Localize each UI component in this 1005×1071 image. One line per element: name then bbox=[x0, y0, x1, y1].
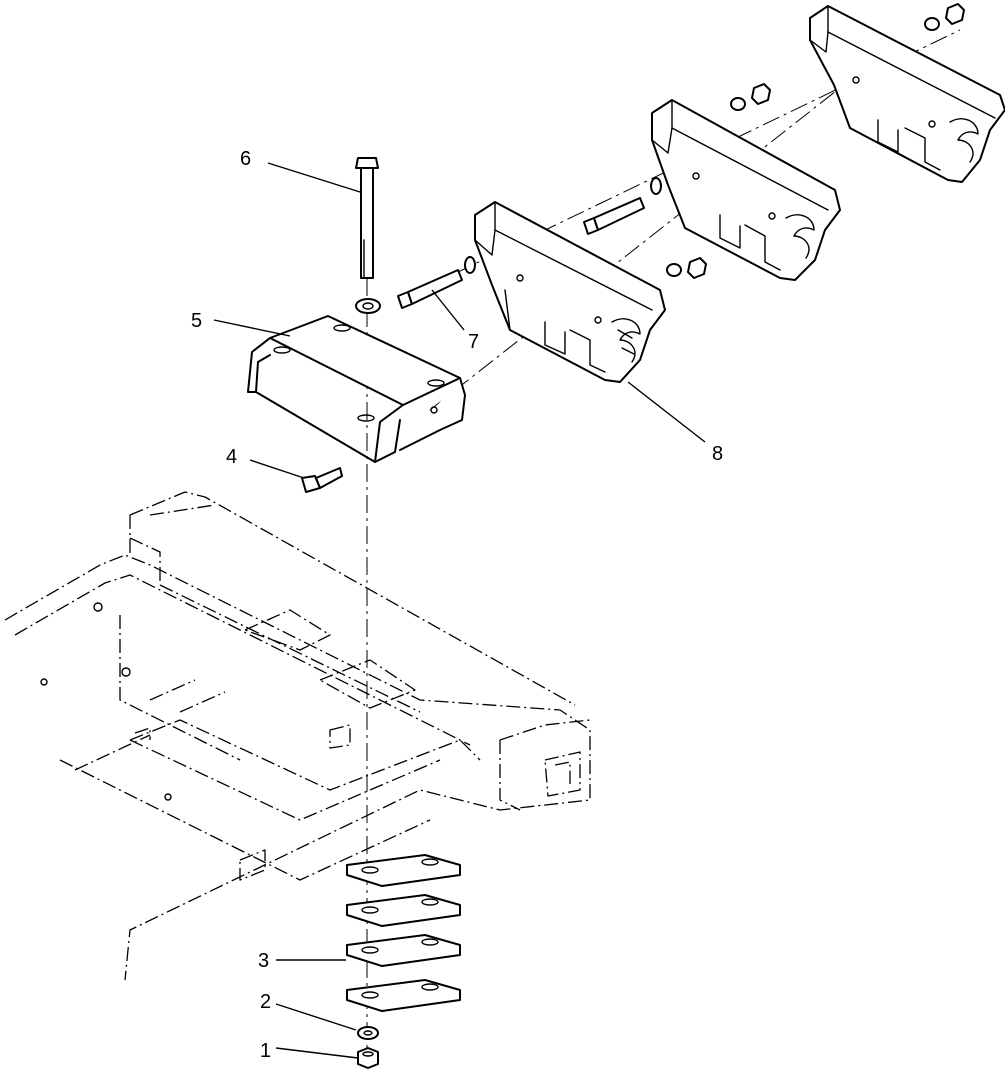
nut bbox=[357, 1047, 379, 1069]
bolt-washer bbox=[355, 298, 381, 314]
callout-3: 3 bbox=[258, 950, 269, 972]
weight-bolt bbox=[397, 269, 463, 309]
mount-bracket bbox=[247, 315, 466, 463]
callout-5: 5 bbox=[191, 310, 202, 332]
leader-5 bbox=[213, 319, 291, 337]
spacer-plates bbox=[346, 854, 461, 1012]
short-bolt bbox=[301, 467, 343, 493]
weight-front bbox=[474, 201, 666, 383]
leader-8 bbox=[627, 381, 706, 443]
callout-7: 7 bbox=[468, 331, 479, 353]
leader-4 bbox=[249, 459, 305, 479]
mower-frame-ghost bbox=[4, 491, 591, 981]
bolt-upper-washer bbox=[650, 177, 662, 195]
long-bolt bbox=[355, 157, 379, 279]
bolt-upper bbox=[583, 197, 645, 235]
leader-7 bbox=[431, 289, 465, 331]
bracket-center-line bbox=[429, 79, 851, 411]
callout-2: 2 bbox=[260, 991, 271, 1013]
callout-4: 4 bbox=[226, 446, 237, 468]
leader-2 bbox=[275, 1003, 357, 1031]
callout-8: 8 bbox=[712, 443, 723, 465]
weight-middle bbox=[651, 99, 841, 281]
leader-6 bbox=[267, 162, 361, 193]
weight-rear bbox=[809, 5, 1005, 183]
washer bbox=[357, 1026, 379, 1040]
bolt-7-washer bbox=[464, 256, 476, 274]
weight-nuts bbox=[666, 3, 965, 279]
callout-1: 1 bbox=[260, 1040, 271, 1062]
leader-1 bbox=[275, 1047, 359, 1059]
callout-6: 6 bbox=[240, 148, 251, 170]
